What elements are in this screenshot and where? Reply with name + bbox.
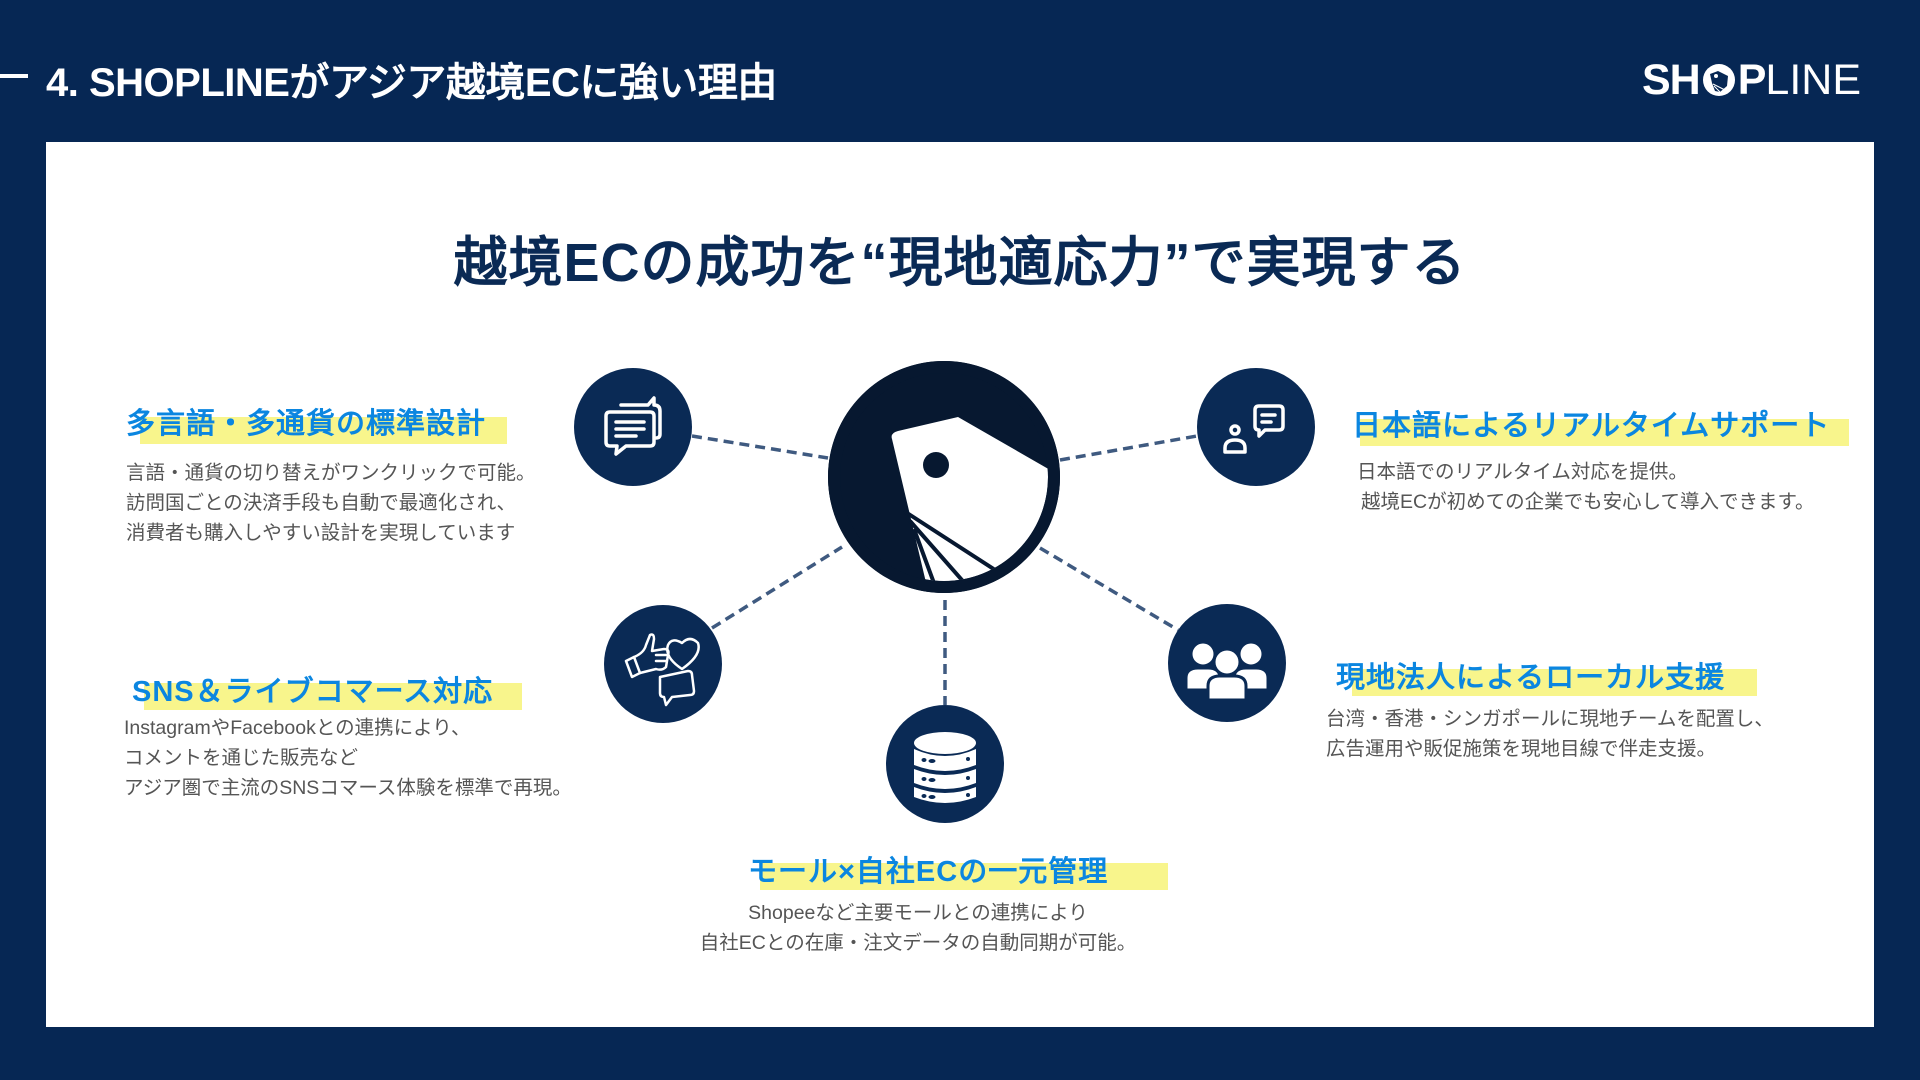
feature-description: 言語・通貨の切り替えがワンクリックで可能。 訪問国ごとの決済手段も自動で最適化さ…: [126, 458, 536, 548]
database-icon: [914, 732, 976, 803]
tag-o-icon: [1701, 62, 1737, 98]
feature-title: SNS＆ライブコマース対応: [132, 676, 494, 708]
page-title: 4. SHOPLINEがアジア越境ECに強い理由: [46, 61, 777, 105]
hub-circle: [828, 361, 1060, 593]
feature-mall-integration: モール×自社ECの一元管理 Shopeeなど主要モールとの連携により 自社ECと…: [700, 848, 1168, 954]
feature-title: 現地法人によるローカル支援: [1336, 662, 1726, 694]
feature-description: Shopeeなど主要モールとの連携により 自社ECとの在庫・注文データの自動同期…: [688, 898, 1148, 958]
title-dash-decoration: [0, 74, 28, 78]
description-line: Shopeeなど主要モールとの連携により: [748, 902, 1088, 924]
title-highlight: [760, 863, 1168, 890]
feature-title: 多言語・多通貨の標準設計: [126, 408, 487, 440]
node-multilingual: [574, 368, 692, 486]
description-line: 言語・通貨の切り替えがワンクリックで可能。: [126, 462, 536, 484]
feature-sns: SNS＆ライブコマース対応 InstagramやFacebookとの連携により、…: [124, 668, 572, 799]
title-highlight: [140, 417, 507, 444]
feature-local-support: 現地法人によるローカル支援 台湾・香港・シンガポールに現地チームを配置し、 広告…: [1326, 654, 1774, 760]
title-highlight: [144, 683, 522, 710]
node-mall-integration: [886, 705, 1004, 823]
description-line: コメントを通じた販売など: [124, 747, 359, 769]
feature-title: モール×自社ECの一元管理: [748, 856, 1109, 888]
description-line: InstagramやFacebookとの連携により、: [124, 717, 471, 739]
feature-description: 日本語でのリアルタイム対応を提供。 越境ECが初めての企業でも安心して導入できま…: [1357, 457, 1815, 517]
feature-multilingual: 多言語・多通貨の標準設計 言語・通貨の切り替えがワンクリックで可能。 訪問国ごと…: [126, 400, 536, 544]
feature-description: InstagramやFacebookとの連携により、 コメントを通じた販売など …: [124, 713, 572, 803]
feature-japanese-support: 日本語によるリアルタイムサポート 日本語でのリアルタイム対応を提供。 越境ECが…: [1352, 402, 1849, 513]
logo-text-p: P: [1737, 56, 1767, 104]
logo-text-sh: SH: [1642, 56, 1701, 104]
feature-description: 台湾・香港・シンガポールに現地チームを配置し、 広告運用や販促施策を現地目線で伴…: [1326, 704, 1774, 764]
description-line: 広告運用や販促施策を現地目線で伴走支援。: [1326, 738, 1717, 760]
node-local-support: [1168, 604, 1286, 722]
logo-text-line: LINE: [1765, 56, 1862, 104]
feature-title: 日本語によるリアルタイムサポート: [1352, 410, 1831, 442]
thumbs-up-heart-comment-icon: [624, 633, 700, 707]
node-japanese-support: [1197, 368, 1315, 486]
title-highlight: [1352, 669, 1757, 696]
main-heading: 越境ECの成功を“現地適応力”で実現する: [453, 233, 1467, 293]
description-line: 消費者も購入しやすい設計を実現しています: [126, 522, 516, 544]
description-line: 自社ECとの在庫・注文データの自動同期が可能。: [699, 932, 1137, 954]
description-line: 台湾・香港・シンガポールに現地チームを配置し、: [1326, 708, 1774, 730]
node-sns: [604, 605, 722, 723]
chat-bubbles-icon: [604, 396, 662, 456]
price-tag-icon: [828, 361, 1060, 593]
person-chat-icon: [1223, 404, 1285, 454]
people-group-icon: [1184, 640, 1270, 702]
description-line: 訪問国ごとの決済手段も自動で最適化され、: [126, 492, 517, 514]
shopline-logo: SH P LINE: [1642, 58, 1861, 102]
description-line: アジア圏で主流のSNSコマース体験を標準で再現。: [124, 777, 572, 799]
title-highlight: [1360, 419, 1849, 446]
description-line: 越境ECが初めての企業でも安心して導入できます。: [1361, 491, 1815, 513]
description-line: 日本語でのリアルタイム対応を提供。: [1357, 461, 1688, 483]
